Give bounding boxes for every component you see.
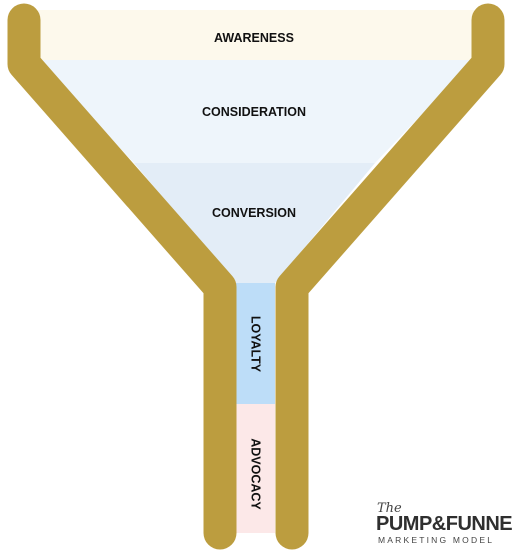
stage-awareness-band bbox=[38, 10, 474, 60]
logo-the-text: The bbox=[377, 501, 402, 516]
stage-advocacy-label: ADVOCACY bbox=[249, 438, 263, 510]
stage-conversion-label: CONVERSION bbox=[212, 206, 296, 220]
logo-name-text: PUMP&FUNNEL bbox=[376, 513, 512, 535]
stage-loyalty-band bbox=[235, 283, 275, 404]
pump-funnel-logo: The PUMP&FUNNEL MARKETING MODEL bbox=[376, 501, 512, 545]
stage-awareness-label: AWARENESS bbox=[214, 31, 294, 45]
stage-loyalty-label: LOYALTY bbox=[249, 316, 263, 373]
logo-subtitle-text: MARKETING MODEL bbox=[378, 535, 494, 545]
stage-consideration-band bbox=[38, 60, 474, 163]
funnel-right-wall bbox=[275, 3, 505, 550]
stage-advocacy-band bbox=[235, 404, 275, 533]
stage-conversion-band bbox=[134, 163, 375, 283]
stage-consideration-label: CONSIDERATION bbox=[202, 105, 306, 119]
funnel-left-wall bbox=[7, 3, 237, 550]
